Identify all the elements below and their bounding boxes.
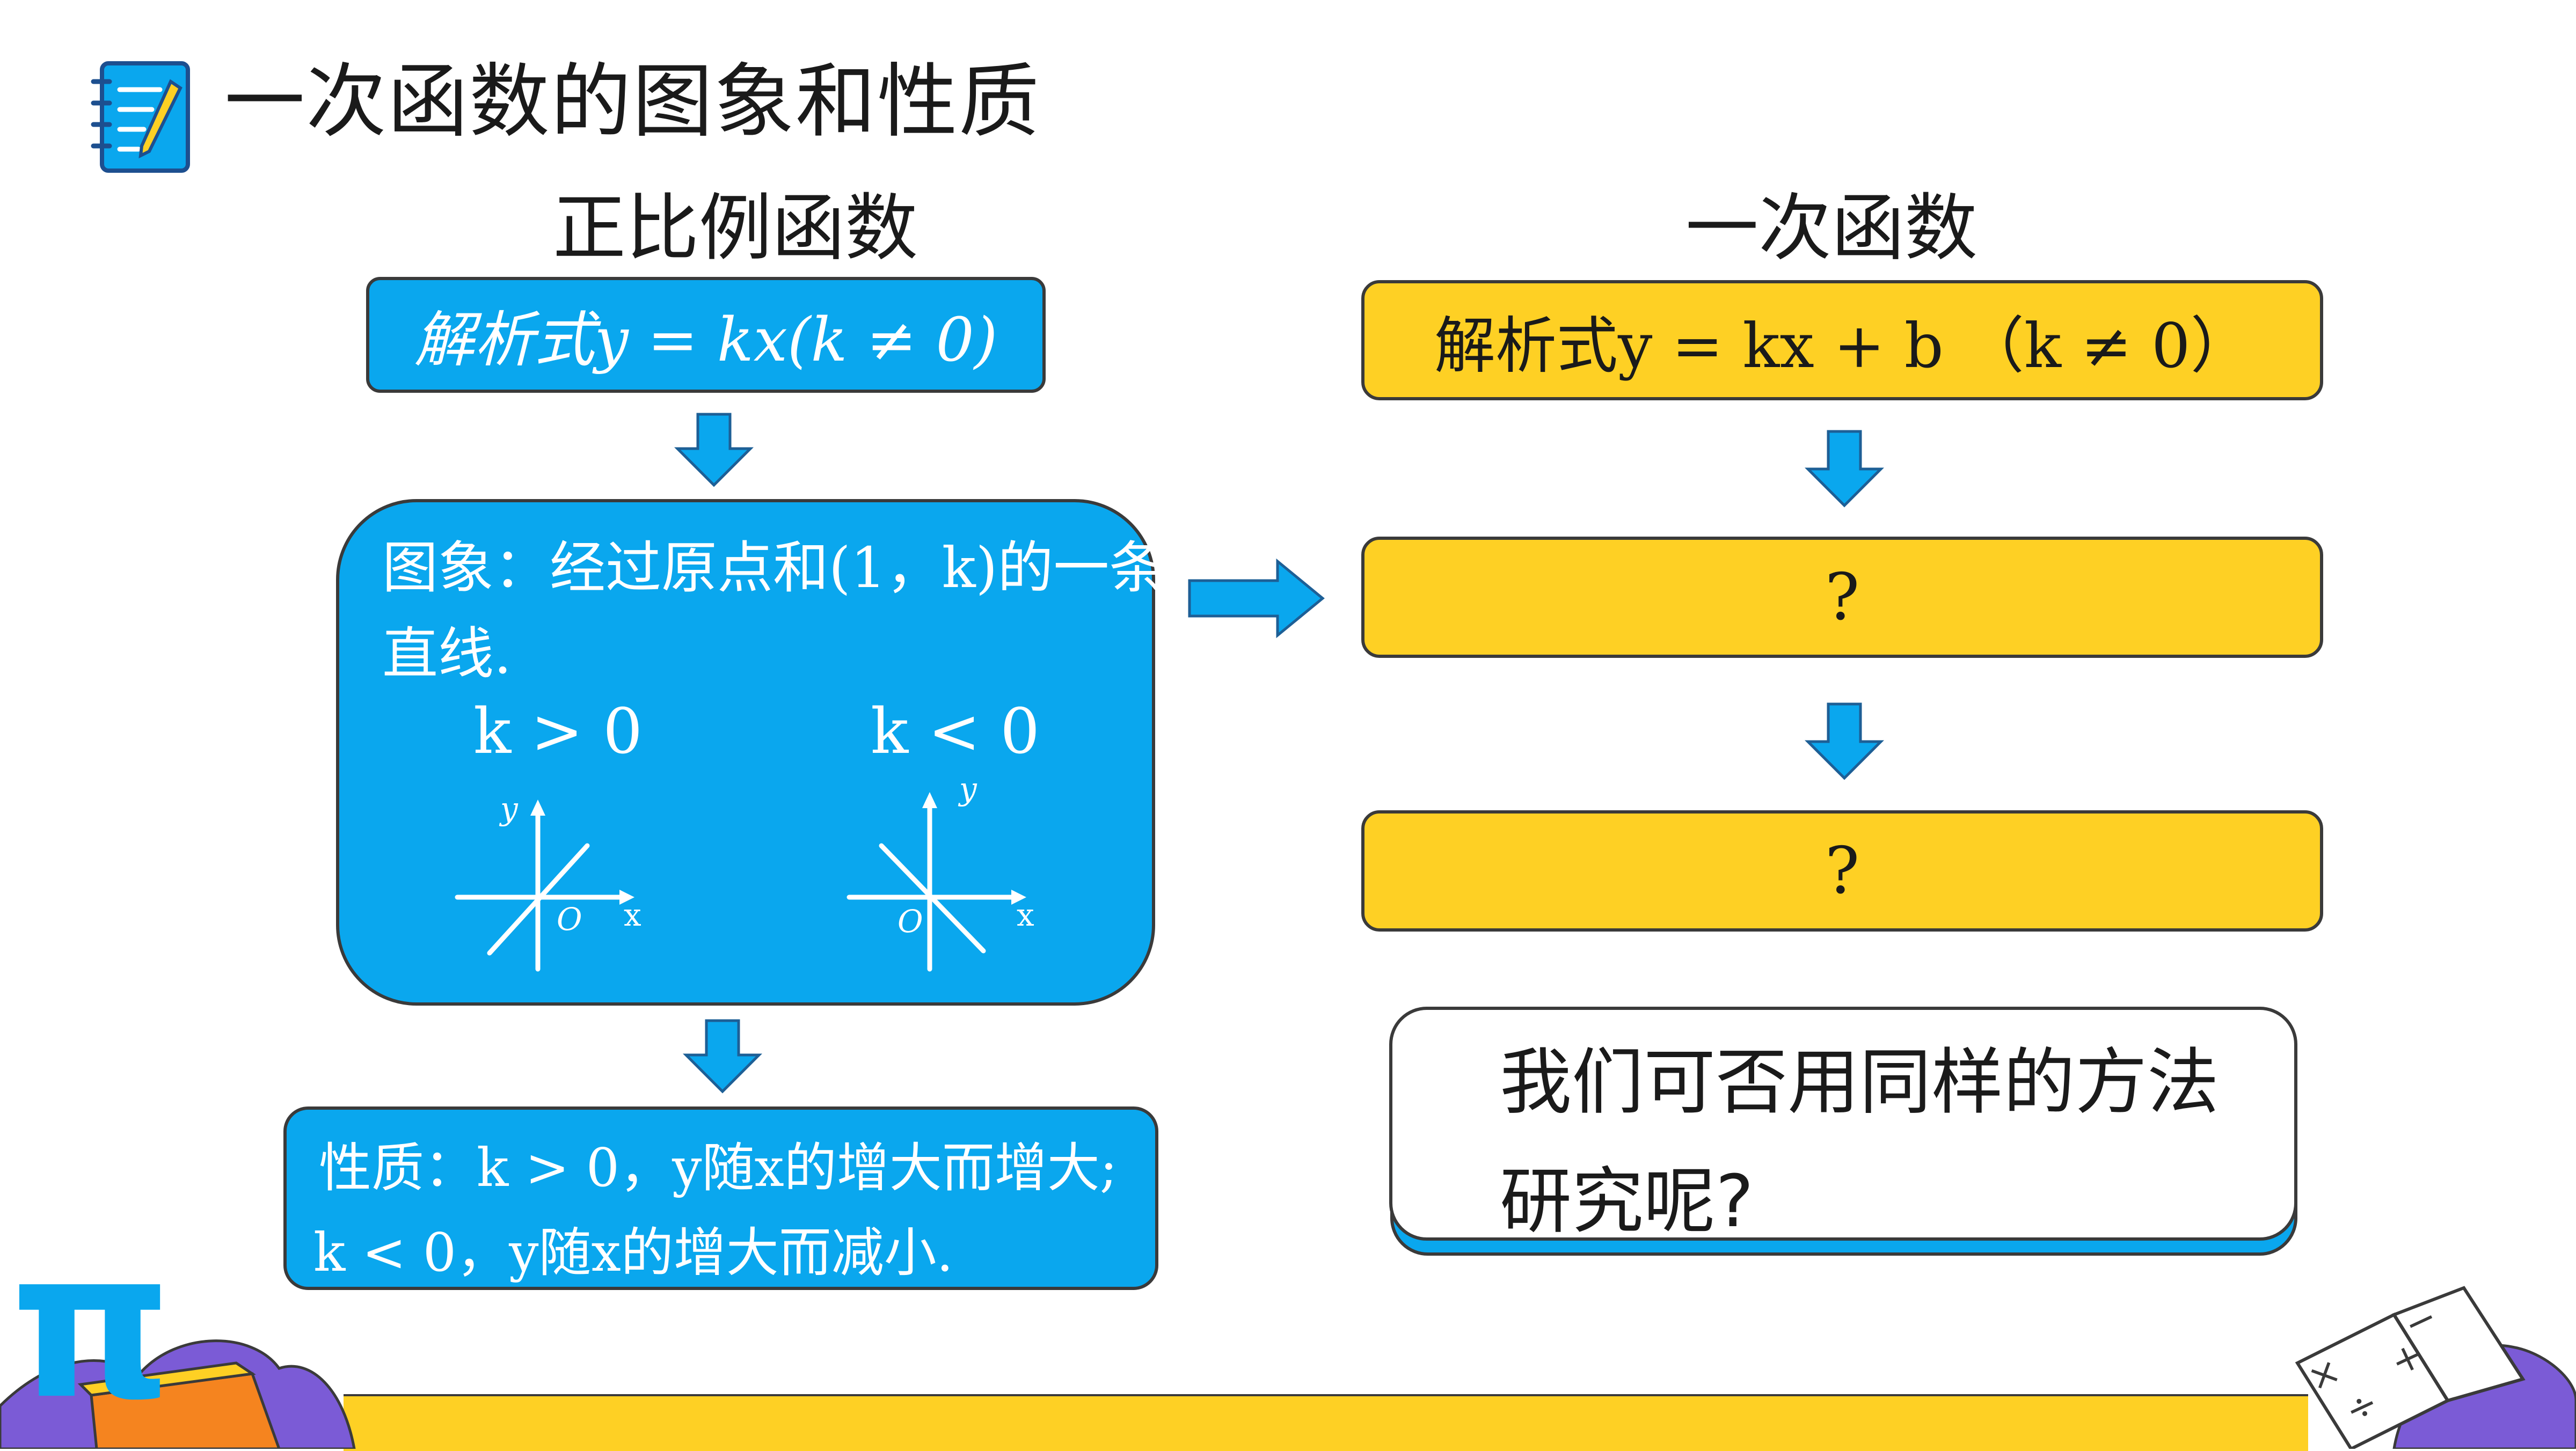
left-heading: 正比例函数 bbox=[553, 186, 918, 271]
right-heading: 一次函数 bbox=[1685, 186, 1977, 271]
axis-x-label: x bbox=[1017, 897, 1034, 933]
graph-k-positive bbox=[447, 792, 640, 974]
axis-y-label: y bbox=[500, 790, 518, 827]
left-formula-box: 解析式y = kx(k ≠ 0) bbox=[366, 277, 1046, 393]
unknown-box: ? bbox=[1361, 810, 2323, 932]
graph-k-negative bbox=[838, 792, 1032, 974]
property-line2: k < 0，y随x的增大而减小. bbox=[313, 1222, 953, 1284]
k-positive-label: k > 0 bbox=[473, 695, 643, 768]
origin-label: O bbox=[557, 901, 582, 937]
graph-description-line1: 图象：经过原点和(1，k)的一条 bbox=[382, 535, 1165, 600]
pi-icon: π bbox=[11, 1206, 172, 1444]
unknown-box: ? bbox=[1361, 537, 2323, 658]
axis-y-label: y bbox=[959, 771, 977, 807]
math-decoration-right bbox=[2287, 1272, 2576, 1449]
arrow-down-icon bbox=[683, 1018, 762, 1094]
arrow-down-icon bbox=[1805, 702, 1884, 780]
bottom-band bbox=[344, 1394, 2308, 1451]
math-decoration-left bbox=[0, 1266, 376, 1449]
k-negative-label: k < 0 bbox=[871, 695, 1040, 768]
unknown-label: ? bbox=[1825, 833, 1860, 908]
right-formula: 解析式y = kx + b （k ≠ 0） bbox=[1434, 310, 2252, 382]
property-box: 性质：k > 0，y随x的增大而增大; k < 0，y随x的增大而减小. bbox=[283, 1106, 1158, 1290]
notebook-icon bbox=[90, 60, 192, 175]
right-formula-box: 解析式y = kx + b （k ≠ 0） bbox=[1361, 280, 2323, 400]
page-title: 一次函数的图象和性质 bbox=[224, 55, 1041, 149]
graph-box: 图象：经过原点和(1，k)的一条 直线. k > 0 k < 0 y x O bbox=[336, 499, 1165, 1006]
question-line1: 我们可否用同样的方法 bbox=[1500, 1040, 2220, 1124]
graph-description-line2: 直线. bbox=[382, 621, 512, 686]
arrow-down-icon bbox=[674, 412, 754, 487]
question-card: 我们可否用同样的方法 研究呢? bbox=[1389, 1007, 2297, 1241]
question-line2: 研究呢? bbox=[1500, 1160, 1754, 1243]
left-formula: 解析式y = kx(k ≠ 0) bbox=[414, 305, 998, 375]
arrow-right-icon bbox=[1186, 558, 1326, 639]
property-line1: 性质：k > 0，y随x的增大而增大; bbox=[319, 1138, 1118, 1199]
axis-x-label: x bbox=[624, 897, 641, 933]
arrow-down-icon bbox=[1805, 429, 1884, 508]
origin-label: O bbox=[897, 903, 923, 940]
unknown-label: ? bbox=[1825, 560, 1860, 635]
